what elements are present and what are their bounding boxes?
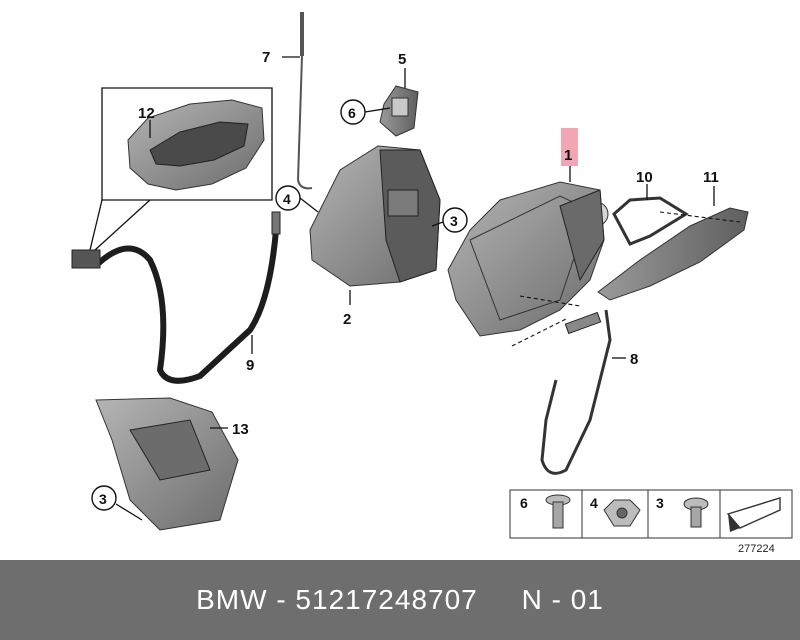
legend-item-3: 3 bbox=[656, 495, 664, 511]
screw-6-icon bbox=[545, 494, 571, 529]
label-1: 1 bbox=[564, 147, 572, 164]
label-3-upper-circle bbox=[442, 207, 468, 233]
parts-diagram: 12 9 7 4 2 5 6 3 1 bbox=[71, 12, 793, 555]
label-7: 7 bbox=[262, 49, 270, 66]
bowden-cable-inner bbox=[71, 211, 281, 384]
label-12: 12 bbox=[138, 105, 155, 122]
handle-carrier bbox=[447, 181, 609, 337]
rod bbox=[297, 12, 313, 190]
label-11: 11 bbox=[703, 169, 719, 186]
gasket bbox=[612, 196, 689, 246]
label-3-lower-circle bbox=[91, 485, 117, 511]
label-1-highlight bbox=[561, 128, 578, 166]
fastener-legend: 6 4 3 bbox=[509, 489, 793, 539]
label-9: 9 bbox=[246, 357, 254, 374]
screw-3-icon bbox=[683, 497, 709, 528]
lower-bracket bbox=[95, 397, 239, 531]
nut-icon bbox=[603, 499, 641, 527]
label-6: 6 bbox=[348, 105, 356, 121]
label-10: 10 bbox=[636, 169, 653, 186]
label-3-lower: 3 bbox=[99, 491, 107, 507]
legend-item-4: 4 bbox=[590, 495, 598, 511]
label-2: 2 bbox=[343, 311, 351, 328]
inner-door-handle bbox=[89, 87, 273, 251]
pointer-arrow-icon bbox=[726, 497, 781, 532]
footer-bar: BMW - 51217248707 N - 01 bbox=[0, 560, 800, 640]
bracket bbox=[379, 85, 419, 137]
legend-item-6: 6 bbox=[520, 495, 528, 511]
lock-housing-cover bbox=[309, 145, 441, 287]
label-8: 8 bbox=[630, 351, 638, 368]
label-4: 4 bbox=[283, 191, 291, 207]
part-number-text: BMW - 51217248707 N - 01 bbox=[196, 584, 604, 615]
bowden-cable-outer bbox=[540, 309, 612, 475]
label-5: 5 bbox=[398, 51, 406, 68]
outer-door-handle bbox=[597, 207, 749, 301]
label-13: 13 bbox=[232, 421, 249, 438]
diagram-code: 277224 bbox=[738, 543, 775, 555]
label-3-upper: 3 bbox=[450, 213, 458, 229]
diagram-svg: 12 9 7 4 2 5 6 3 1 bbox=[71, 12, 793, 555]
